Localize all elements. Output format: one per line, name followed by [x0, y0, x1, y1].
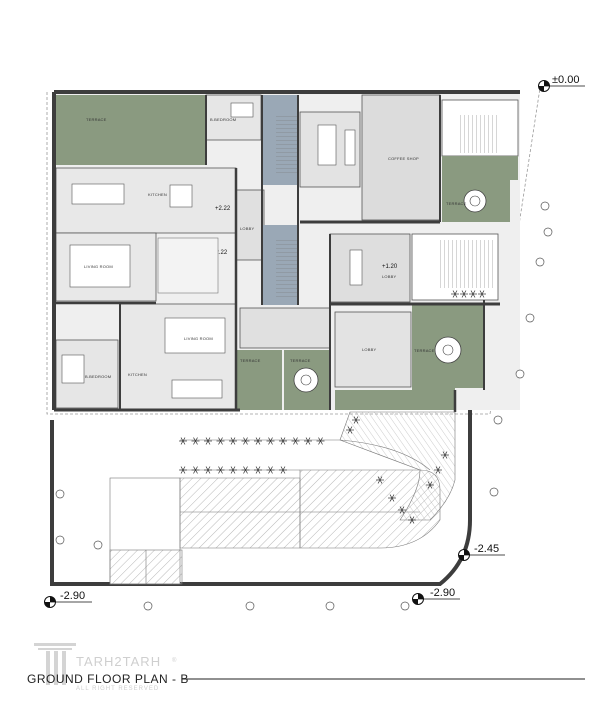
- plant-icon: [191, 437, 200, 445]
- room-label: LIVING ROOM: [84, 264, 113, 269]
- plant-icon: [316, 437, 325, 445]
- room-label: LOBBY: [382, 274, 396, 279]
- plant-icon: [434, 466, 442, 474]
- room-label: B.BEDROOM: [85, 374, 111, 379]
- living-room-top: LIVING ROOM: [55, 232, 219, 302]
- room-label: TERRACE: [446, 201, 467, 206]
- plant-icon: [279, 437, 287, 445]
- plan-title-text: GROUND FLOOR PLAN - B: [27, 672, 189, 686]
- plant-icon: [376, 476, 384, 484]
- terrace-right-upper: TERRACE: [442, 180, 510, 222]
- watermark-logo: TARH2TARH ALL RIGHT RESERVED ®: [34, 643, 177, 692]
- level-marker-bottom-left: -2.90: [44, 590, 92, 608]
- room-label: LOBBY: [362, 347, 376, 352]
- lobby-center: LOBBY +2.22 +2.22: [212, 189, 298, 305]
- plant-icon: [266, 466, 275, 474]
- coffee-shop-area: COFFEE SHOP: [299, 94, 441, 221]
- level-marker-right: -2.45: [458, 543, 505, 561]
- bedroom-top: B.BEDROOM: [205, 94, 262, 141]
- room-label: KITCHEN: [128, 372, 147, 377]
- room-label: LOBBY: [240, 226, 254, 231]
- level-label: +2.22: [212, 250, 228, 256]
- terrace-mid: TERRACE TERRACE: [236, 350, 330, 410]
- stair-right: [411, 233, 499, 301]
- site-boundary: [46, 87, 541, 415]
- plant-icon: [204, 437, 212, 445]
- stair-top-right: [441, 99, 519, 180]
- terrace-top-left: TERRACE: [56, 95, 206, 165]
- watermark-rights: ALL RIGHT RESERVED: [76, 686, 159, 692]
- kitchen-top: KITCHEN: [55, 167, 237, 234]
- plant-icon: [291, 437, 300, 445]
- level-marker-top-right: ±0.00: [538, 74, 585, 92]
- level-label: -2.90: [60, 590, 85, 602]
- plant-icon: [460, 290, 468, 298]
- site-lower: [50, 410, 472, 586]
- plant-icon: [229, 466, 237, 474]
- level-label: -2.90: [430, 587, 455, 599]
- room-label: KITCHEN: [148, 192, 167, 197]
- plant-icon: [451, 290, 459, 298]
- level-label: -2.45: [474, 543, 499, 555]
- plant-icon: [426, 481, 434, 489]
- plant-icon: [388, 494, 396, 502]
- plant-icon: [266, 437, 275, 445]
- plant-icon: [279, 466, 287, 474]
- plant-icon: [254, 466, 262, 474]
- plant-icon: [241, 466, 250, 474]
- plant-icon: [216, 466, 225, 474]
- room-label: LIVING ROOM: [184, 336, 213, 341]
- level-label: +2.22: [215, 206, 231, 212]
- plant-icon: [352, 416, 360, 424]
- plant-icon: [241, 437, 250, 445]
- room-label: B.BEDROOM: [210, 117, 236, 122]
- lobby-lower: LOBBY: [239, 307, 412, 388]
- plant-icon: [469, 290, 477, 298]
- plant-icon: [254, 437, 262, 445]
- plant-icon: [398, 506, 406, 514]
- plan-title: GROUND FLOOR PLAN - B: [27, 672, 585, 686]
- boundary-trees: [55, 201, 553, 611]
- room-label: TERRACE: [86, 117, 107, 122]
- room-label: TERRACE: [290, 358, 311, 363]
- living-room-bottom: LIVING ROOM KITCHEN: [119, 303, 237, 410]
- plant-icon: [478, 290, 486, 298]
- plant-icon: [179, 466, 187, 474]
- level-marker-bottom-mid: -2.90: [412, 587, 460, 605]
- plant-icon: [191, 466, 200, 474]
- plant-icon: [216, 437, 225, 445]
- plant-icon: [346, 426, 354, 434]
- room-label: TERRACE: [240, 358, 261, 363]
- room-label: TERRACE: [414, 348, 435, 353]
- bedroom-bottom: B.BEDROOM: [55, 339, 119, 409]
- watermark-brand: TARH2TARH: [76, 654, 161, 669]
- watermark-registered: ®: [172, 657, 177, 664]
- plant-icon: [408, 516, 416, 524]
- plant-icon: [304, 437, 312, 445]
- plant-icon: [229, 437, 237, 445]
- level-label: +1.20: [382, 264, 398, 270]
- walls: [52, 90, 520, 412]
- plant-icon: [204, 466, 212, 474]
- lobby-right: LOBBY +1.20: [329, 233, 411, 303]
- plant-icon: [179, 437, 187, 445]
- plant-rows: [179, 290, 486, 524]
- plant-icon: [441, 451, 449, 459]
- room-label: COFFEE SHOP: [388, 156, 419, 161]
- terrace-right-lower: TERRACE: [335, 304, 484, 410]
- level-label: ±0.00: [552, 74, 579, 86]
- stair-top: [263, 95, 298, 185]
